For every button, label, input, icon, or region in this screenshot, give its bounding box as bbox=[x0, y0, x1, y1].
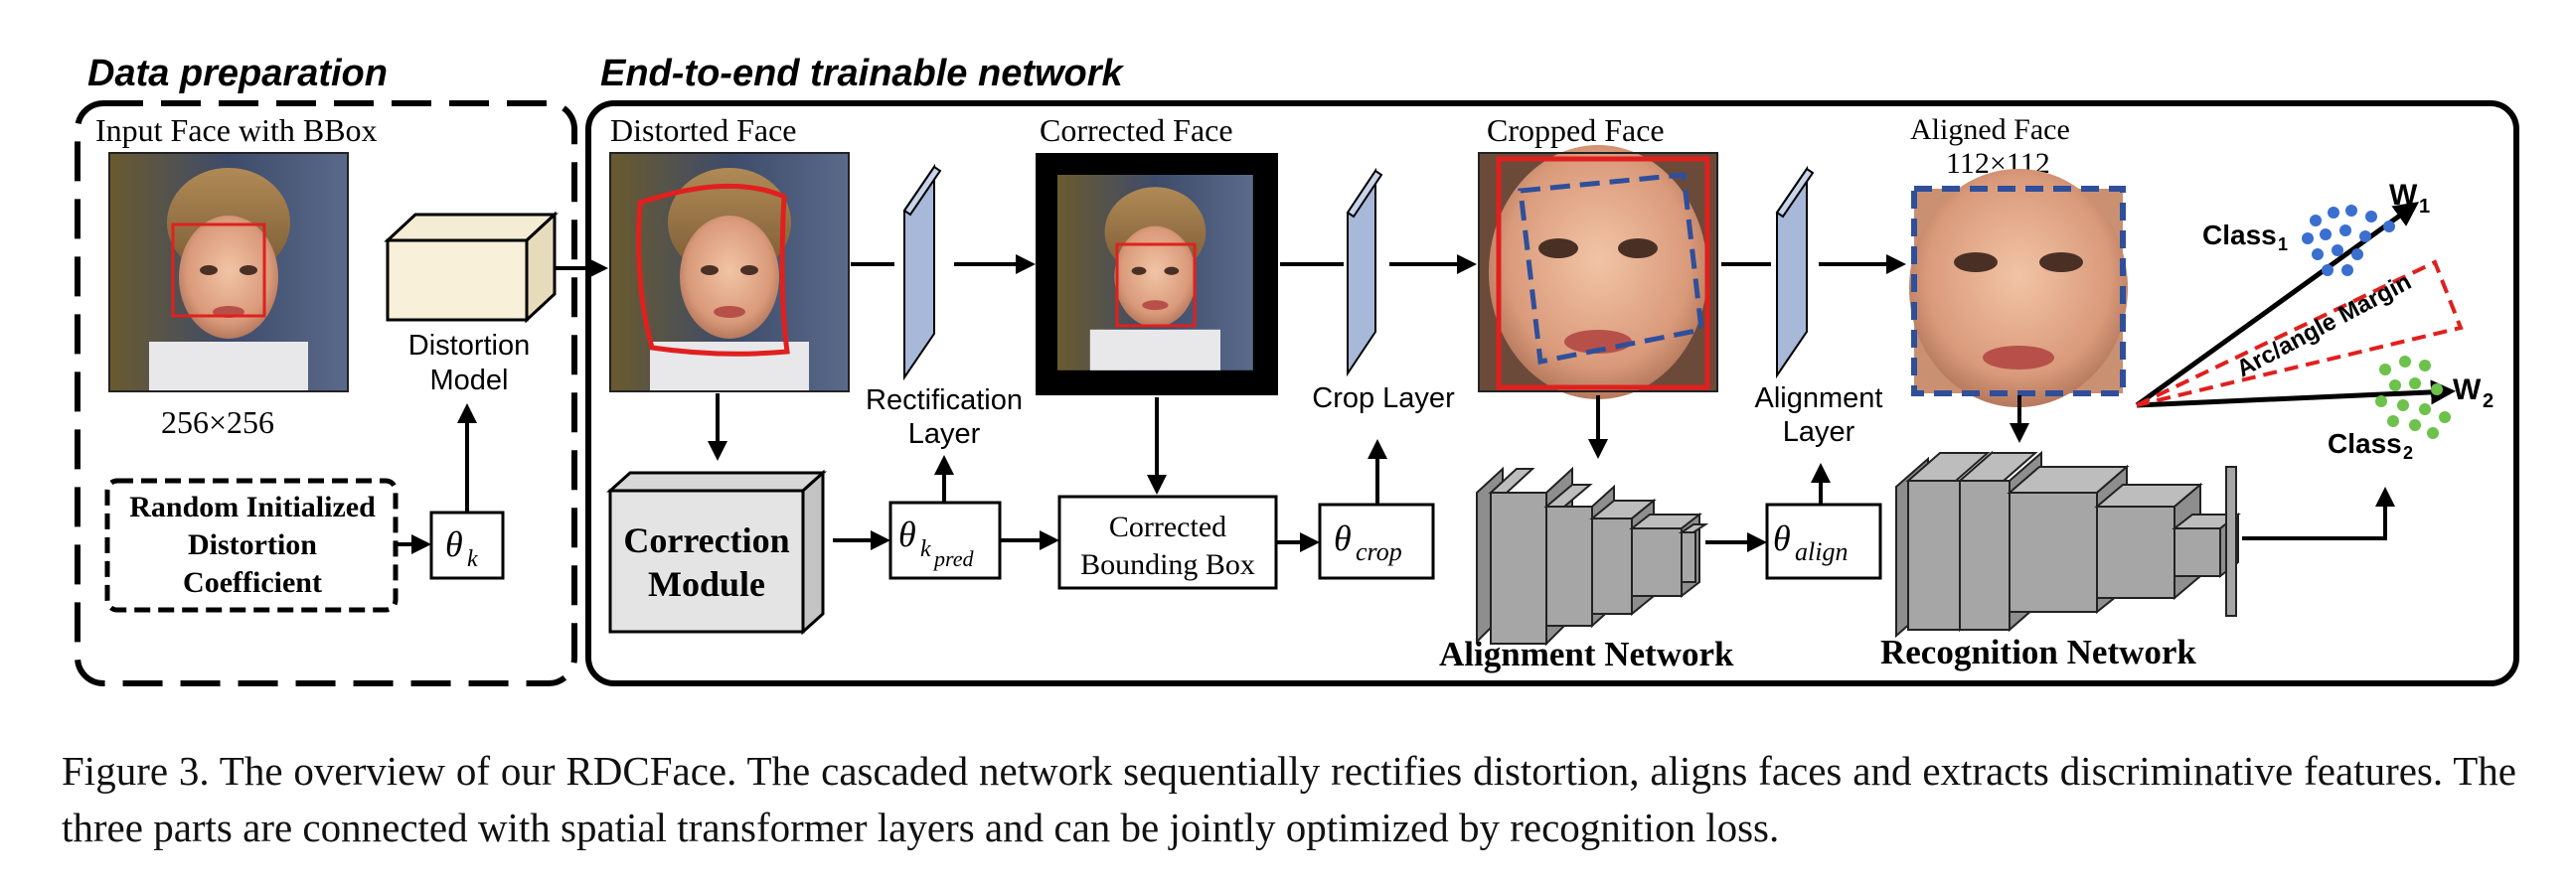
w1-subscript: 1 bbox=[2419, 196, 2430, 218]
w2-vector bbox=[2136, 379, 2456, 408]
distorted-face-image bbox=[609, 152, 850, 392]
theta-kpred-symbol: θ bbox=[898, 515, 916, 554]
rectification-label-1: Rectification bbox=[866, 384, 1023, 416]
theta-k-box bbox=[429, 511, 505, 580]
theta-crop-symbol: θ bbox=[1334, 518, 1352, 558]
arrow-recnet-to-classes bbox=[2242, 487, 2395, 540]
random-init-label-3: Coefficient bbox=[183, 566, 322, 599]
correction-module-box bbox=[606, 469, 827, 636]
distorted-face-label: Distorted Face bbox=[610, 112, 797, 148]
w1-label: W bbox=[2389, 179, 2418, 212]
theta-crop-subscript: crop bbox=[1356, 537, 1402, 566]
aligned-face-label: Aligned Face bbox=[1910, 113, 2070, 146]
distortion-model-label-2: Model bbox=[430, 365, 509, 396]
class2-label: Class bbox=[2328, 428, 2402, 459]
theta-align-subscript: align bbox=[1795, 537, 1848, 566]
theta-align-symbol: θ bbox=[1773, 518, 1791, 558]
class1-label: Class bbox=[2202, 220, 2277, 250]
cropped-face-label: Cropped Face bbox=[1487, 112, 1665, 148]
input-face-label: Input Face with BBox bbox=[95, 112, 378, 148]
crop-layer-label: Crop Layer bbox=[1312, 382, 1455, 414]
corrected-bbox-label-1: Corrected bbox=[1109, 511, 1226, 543]
recognition-network-label: Recognition Network bbox=[1880, 633, 2196, 671]
input-size-label: 256×256 bbox=[161, 404, 274, 440]
rectification-layer bbox=[902, 163, 942, 381]
random-init-label-2: Distortion bbox=[188, 528, 317, 561]
data-preparation-title: Data preparation bbox=[87, 53, 388, 94]
figure-caption: Figure 3. The overview of our RDCFace. T… bbox=[62, 743, 2516, 856]
alignment-network bbox=[1476, 466, 1709, 647]
theta-kpred-subscript: k bbox=[920, 536, 931, 562]
w2-subscript: 2 bbox=[2483, 390, 2494, 412]
input-face-image bbox=[108, 152, 349, 392]
corrected-bbox-box bbox=[1057, 495, 1278, 590]
alignment-layer-label-2: Layer bbox=[1783, 416, 1855, 448]
alignment-network-label: Alignment Network bbox=[1439, 635, 1734, 673]
arc-margin-wedge bbox=[2136, 259, 2464, 407]
correction-module-label-1: Correction bbox=[623, 520, 789, 560]
alignment-layer-label-1: Alignment bbox=[1755, 382, 1883, 414]
end-to-end-title: End-to-end trainable network bbox=[600, 53, 1125, 94]
data-preparation-box bbox=[75, 100, 577, 686]
distortion-model-label-1: Distortion bbox=[408, 330, 531, 362]
theta-k-symbol: θ bbox=[445, 524, 463, 564]
theta-kpred-subsubscript: pred bbox=[932, 546, 975, 571]
theta-k-subscript: k bbox=[467, 546, 478, 572]
rectification-label-2: Layer bbox=[908, 418, 981, 450]
rdcface-overview-diagram: Data preparation End-to-end trainable ne… bbox=[75, 53, 2519, 686]
correction-module-label-2: Module bbox=[648, 564, 765, 604]
crop-layer bbox=[1346, 167, 1383, 377]
end-to-end-box bbox=[585, 100, 2519, 686]
theta-align-box bbox=[1765, 503, 1882, 580]
class1-points bbox=[2302, 205, 2395, 276]
aligned-face-image bbox=[1909, 169, 2128, 407]
distortion-model-box bbox=[384, 211, 559, 324]
class2-points bbox=[2375, 356, 2451, 439]
random-init-label-1: Random Initialized bbox=[129, 491, 376, 523]
w2-label: W bbox=[2453, 373, 2482, 406]
alignment-layer bbox=[1775, 165, 1815, 379]
recognition-network bbox=[1895, 450, 2241, 639]
figure-caption-text: Figure 3. The overview of our RDCFace. T… bbox=[62, 748, 2516, 850]
corrected-face-image bbox=[1036, 153, 1278, 395]
corrected-bbox-label-2: Bounding Box bbox=[1080, 548, 1255, 581]
cropped-face-image bbox=[1478, 145, 1718, 399]
class2-subscript: 2 bbox=[2403, 443, 2413, 463]
corrected-face-label: Corrected Face bbox=[1040, 112, 1233, 148]
class1-subscript: 1 bbox=[2278, 234, 2288, 254]
